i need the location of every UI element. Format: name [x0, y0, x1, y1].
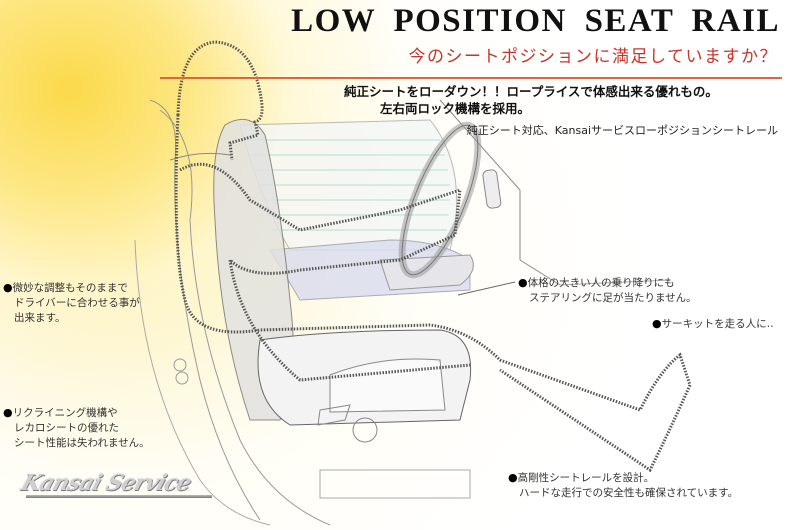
note-line: リクライニング機構や	[12, 407, 118, 419]
subtitle-question: 今のシートポジションに満足していますか？	[408, 47, 778, 67]
logo-underline	[26, 495, 212, 498]
bullet-icon: ●	[3, 281, 13, 294]
kansai-service-logo: Kansai Service	[17, 470, 195, 496]
tagline-line-1: 純正シートをローダウン！！ロープライスで体感出来る優れもの。	[344, 84, 718, 99]
driver-silhouette	[174, 40, 692, 473]
tagline: 純正シートをローダウン！！ロープライスで体感出来る優れもの。 左右両ロック機構を…	[344, 83, 718, 117]
note-line: 高剛性シートレールを設計。	[517, 472, 655, 484]
note-reclining: ●リクライニング機構や レカロシートの優れた シート性能は失われません。	[3, 405, 150, 451]
bullet-icon: ●	[508, 471, 518, 484]
note-line: シート性能は失われません。	[14, 437, 150, 449]
bullet-icon: ●	[3, 406, 13, 419]
note-line: ドライバーに合わせる事が	[14, 297, 140, 309]
callout-line	[457, 281, 516, 296]
note-rigidity: ●高剛性シートレールを設計。 ハードな走行での安全性も確保されています。	[508, 470, 738, 501]
steering-wheel	[398, 121, 502, 279]
note-line: ステアリングに足が当たりません。	[529, 292, 697, 304]
note-adjustment: ●微妙な調整もそのままで ドライバーに合わせる事が 出来ます。	[3, 280, 140, 326]
note-line: レカロシートの優れた	[14, 422, 119, 434]
note-line: サーキットを走る人に‥	[661, 318, 774, 330]
seat	[134, 99, 472, 526]
bullet-icon: ●	[518, 276, 528, 289]
compatibility-text: 純正シート対応、Kansaiサービスローポジションシートレール	[466, 124, 778, 137]
note-line: 出来ます。	[14, 312, 66, 324]
note-line: 微妙な調整もそのままで	[12, 282, 128, 294]
bullet-icon: ●	[652, 317, 662, 330]
page-title: LOW POSITION SEAT RAIL	[291, 3, 780, 39]
tagline-line-2: 左右両ロック機構を採用。	[380, 101, 531, 116]
note-line: 体格の大きい人の乗り降りにも	[527, 277, 675, 289]
note-line: ハードな走行での安全性も確保されています。	[519, 487, 739, 499]
note-large-person: ●体格の大きい人の乗り降りにも ステアリングに足が当たりません。	[518, 275, 697, 306]
note-circuit: ●サーキットを走る人に‥	[652, 316, 774, 332]
header-divider	[160, 77, 782, 79]
